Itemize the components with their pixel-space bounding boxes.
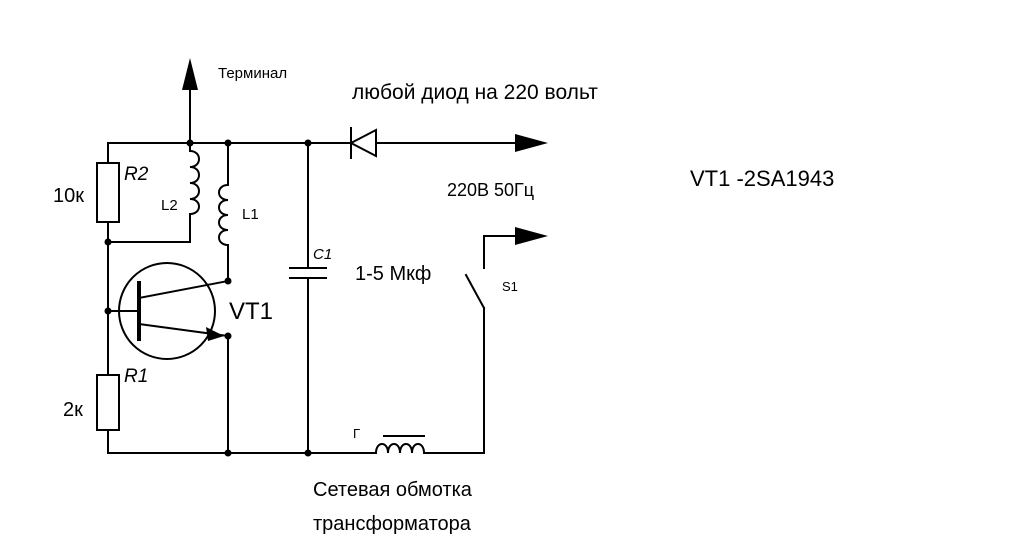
- l2-inductor: [188, 142, 200, 243]
- diode-symbol: [348, 127, 377, 159]
- vt1-label: VT1: [229, 298, 273, 325]
- winding-marker: Г: [353, 426, 360, 441]
- mains-label: 220В 50Гц: [447, 180, 534, 200]
- mains-arrow-top: [515, 134, 548, 152]
- mains-arrow-bottom: [483, 227, 548, 269]
- transistor-note: VT1 -2SA1943: [690, 166, 834, 191]
- r2-resistor: [96, 162, 120, 223]
- s1-label: S1: [502, 279, 518, 294]
- c1-capacitor: [289, 142, 327, 454]
- winding-label-line2: трансформатора: [313, 513, 472, 535]
- terminal-label: Терминал: [218, 65, 287, 82]
- c1-label: C1: [313, 246, 332, 263]
- l1-label: L1: [242, 206, 259, 223]
- vt1-transistor: [107, 262, 230, 454]
- s1-switch: [464, 273, 486, 454]
- winding-label-line1: Сетевая обмотка: [313, 479, 473, 501]
- diode-note: любой диод на 220 вольт: [352, 81, 598, 104]
- l1-inductor: [218, 142, 230, 282]
- terminal-arrow: [182, 58, 198, 144]
- r2-label: R2: [124, 164, 149, 185]
- r1-value: 2к: [63, 399, 83, 421]
- r1-resistor: [96, 374, 120, 431]
- r2-value: 10к: [53, 185, 84, 207]
- r1-label: R1: [124, 366, 148, 387]
- winding-inductor: [374, 435, 426, 455]
- l2-label: L2: [161, 197, 178, 214]
- junction-dots: [104, 139, 312, 457]
- c1-value: 1-5 Мкф: [355, 263, 431, 285]
- transistor-note-text: VT1 -2SA1943: [690, 166, 834, 191]
